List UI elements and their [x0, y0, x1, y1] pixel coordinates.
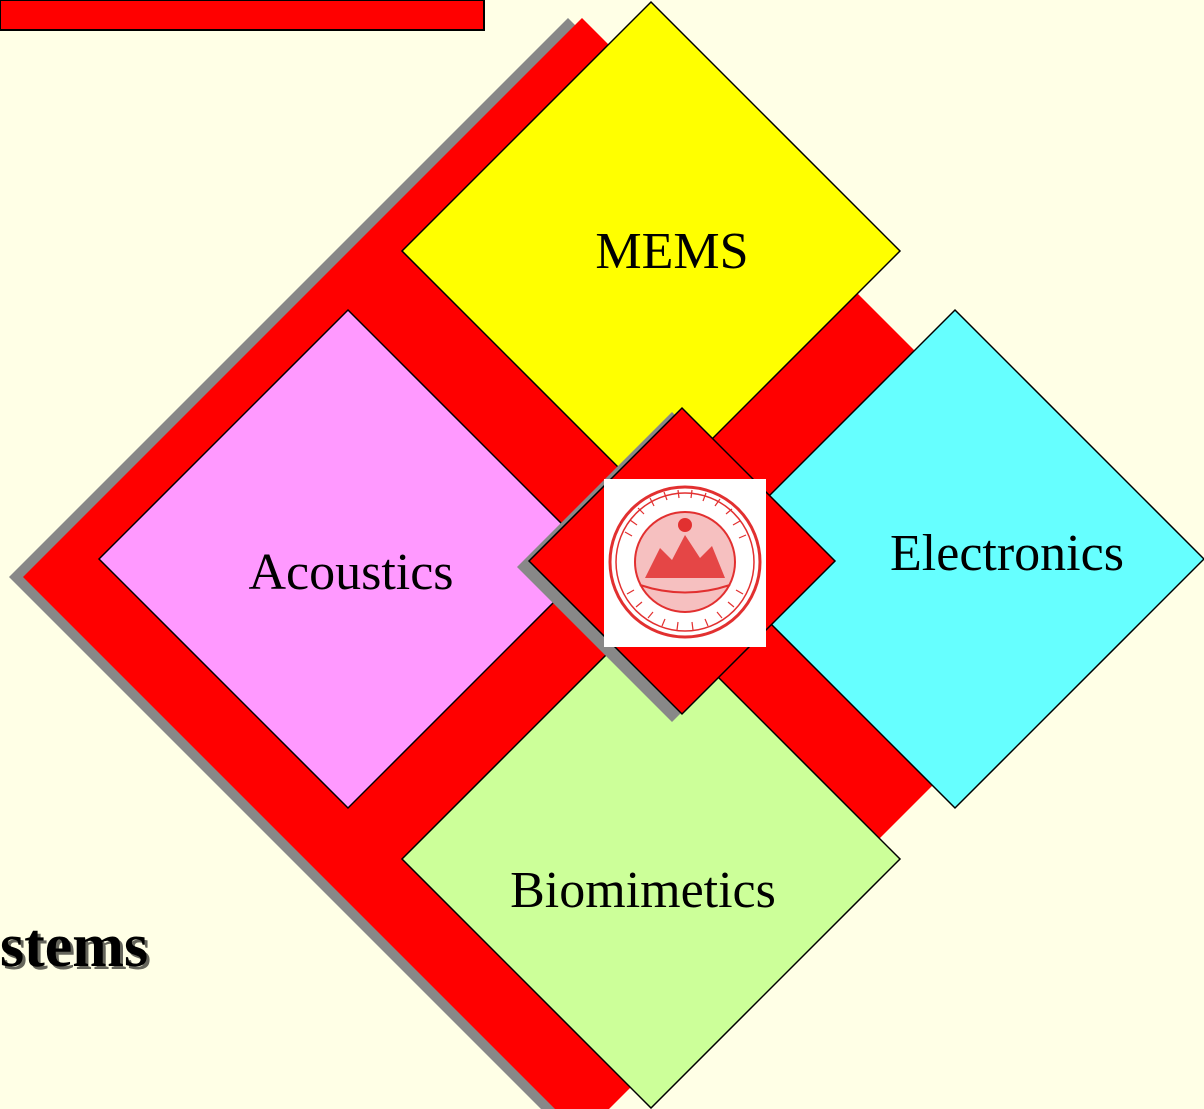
electronics-label: Electronics: [890, 525, 1124, 582]
acoustics-diamond: [97, 308, 599, 810]
mems-label: MEMS: [595, 223, 748, 280]
title-fragment: stems: [0, 912, 148, 980]
university-seal-icon: [604, 479, 766, 647]
top-banner-fragment: [0, 0, 485, 31]
biomimetics-diamond: [400, 608, 902, 1109]
title-shadow: stems: [3, 915, 151, 983]
biomimetics-label: Biomimetics: [510, 862, 776, 919]
electronics-diamond: [704, 308, 1204, 810]
acoustics-label: Acoustics: [248, 544, 453, 601]
